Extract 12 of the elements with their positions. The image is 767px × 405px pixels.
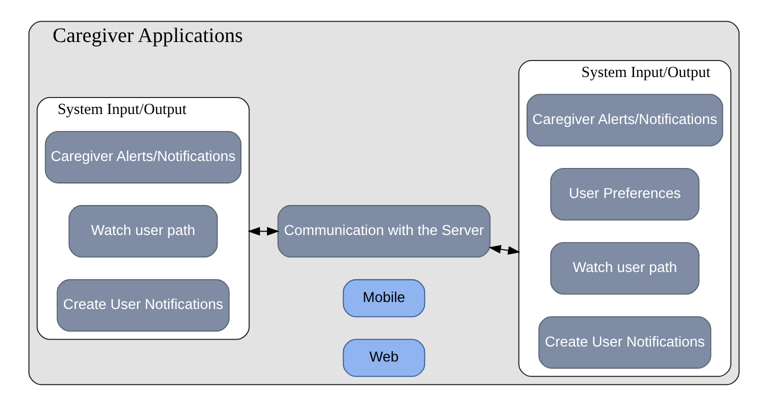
node-box: Caregiver Alerts/Notifications [44,130,241,183]
node-box: Web [342,338,425,376]
node-box: Communication with the Server [276,204,490,258]
arrow [488,244,520,254]
node-box: Create User Notifications [538,316,711,368]
node-box: Mobile [342,278,425,317]
node-box: User Preferences [550,168,699,220]
node-box: Caregiver Alerts/Notifications [526,93,723,146]
node-box: Watch user path [68,204,218,258]
node-box: Create User Notifications [56,278,230,332]
arrow [247,226,279,236]
node-box: Watch user path [550,242,699,294]
